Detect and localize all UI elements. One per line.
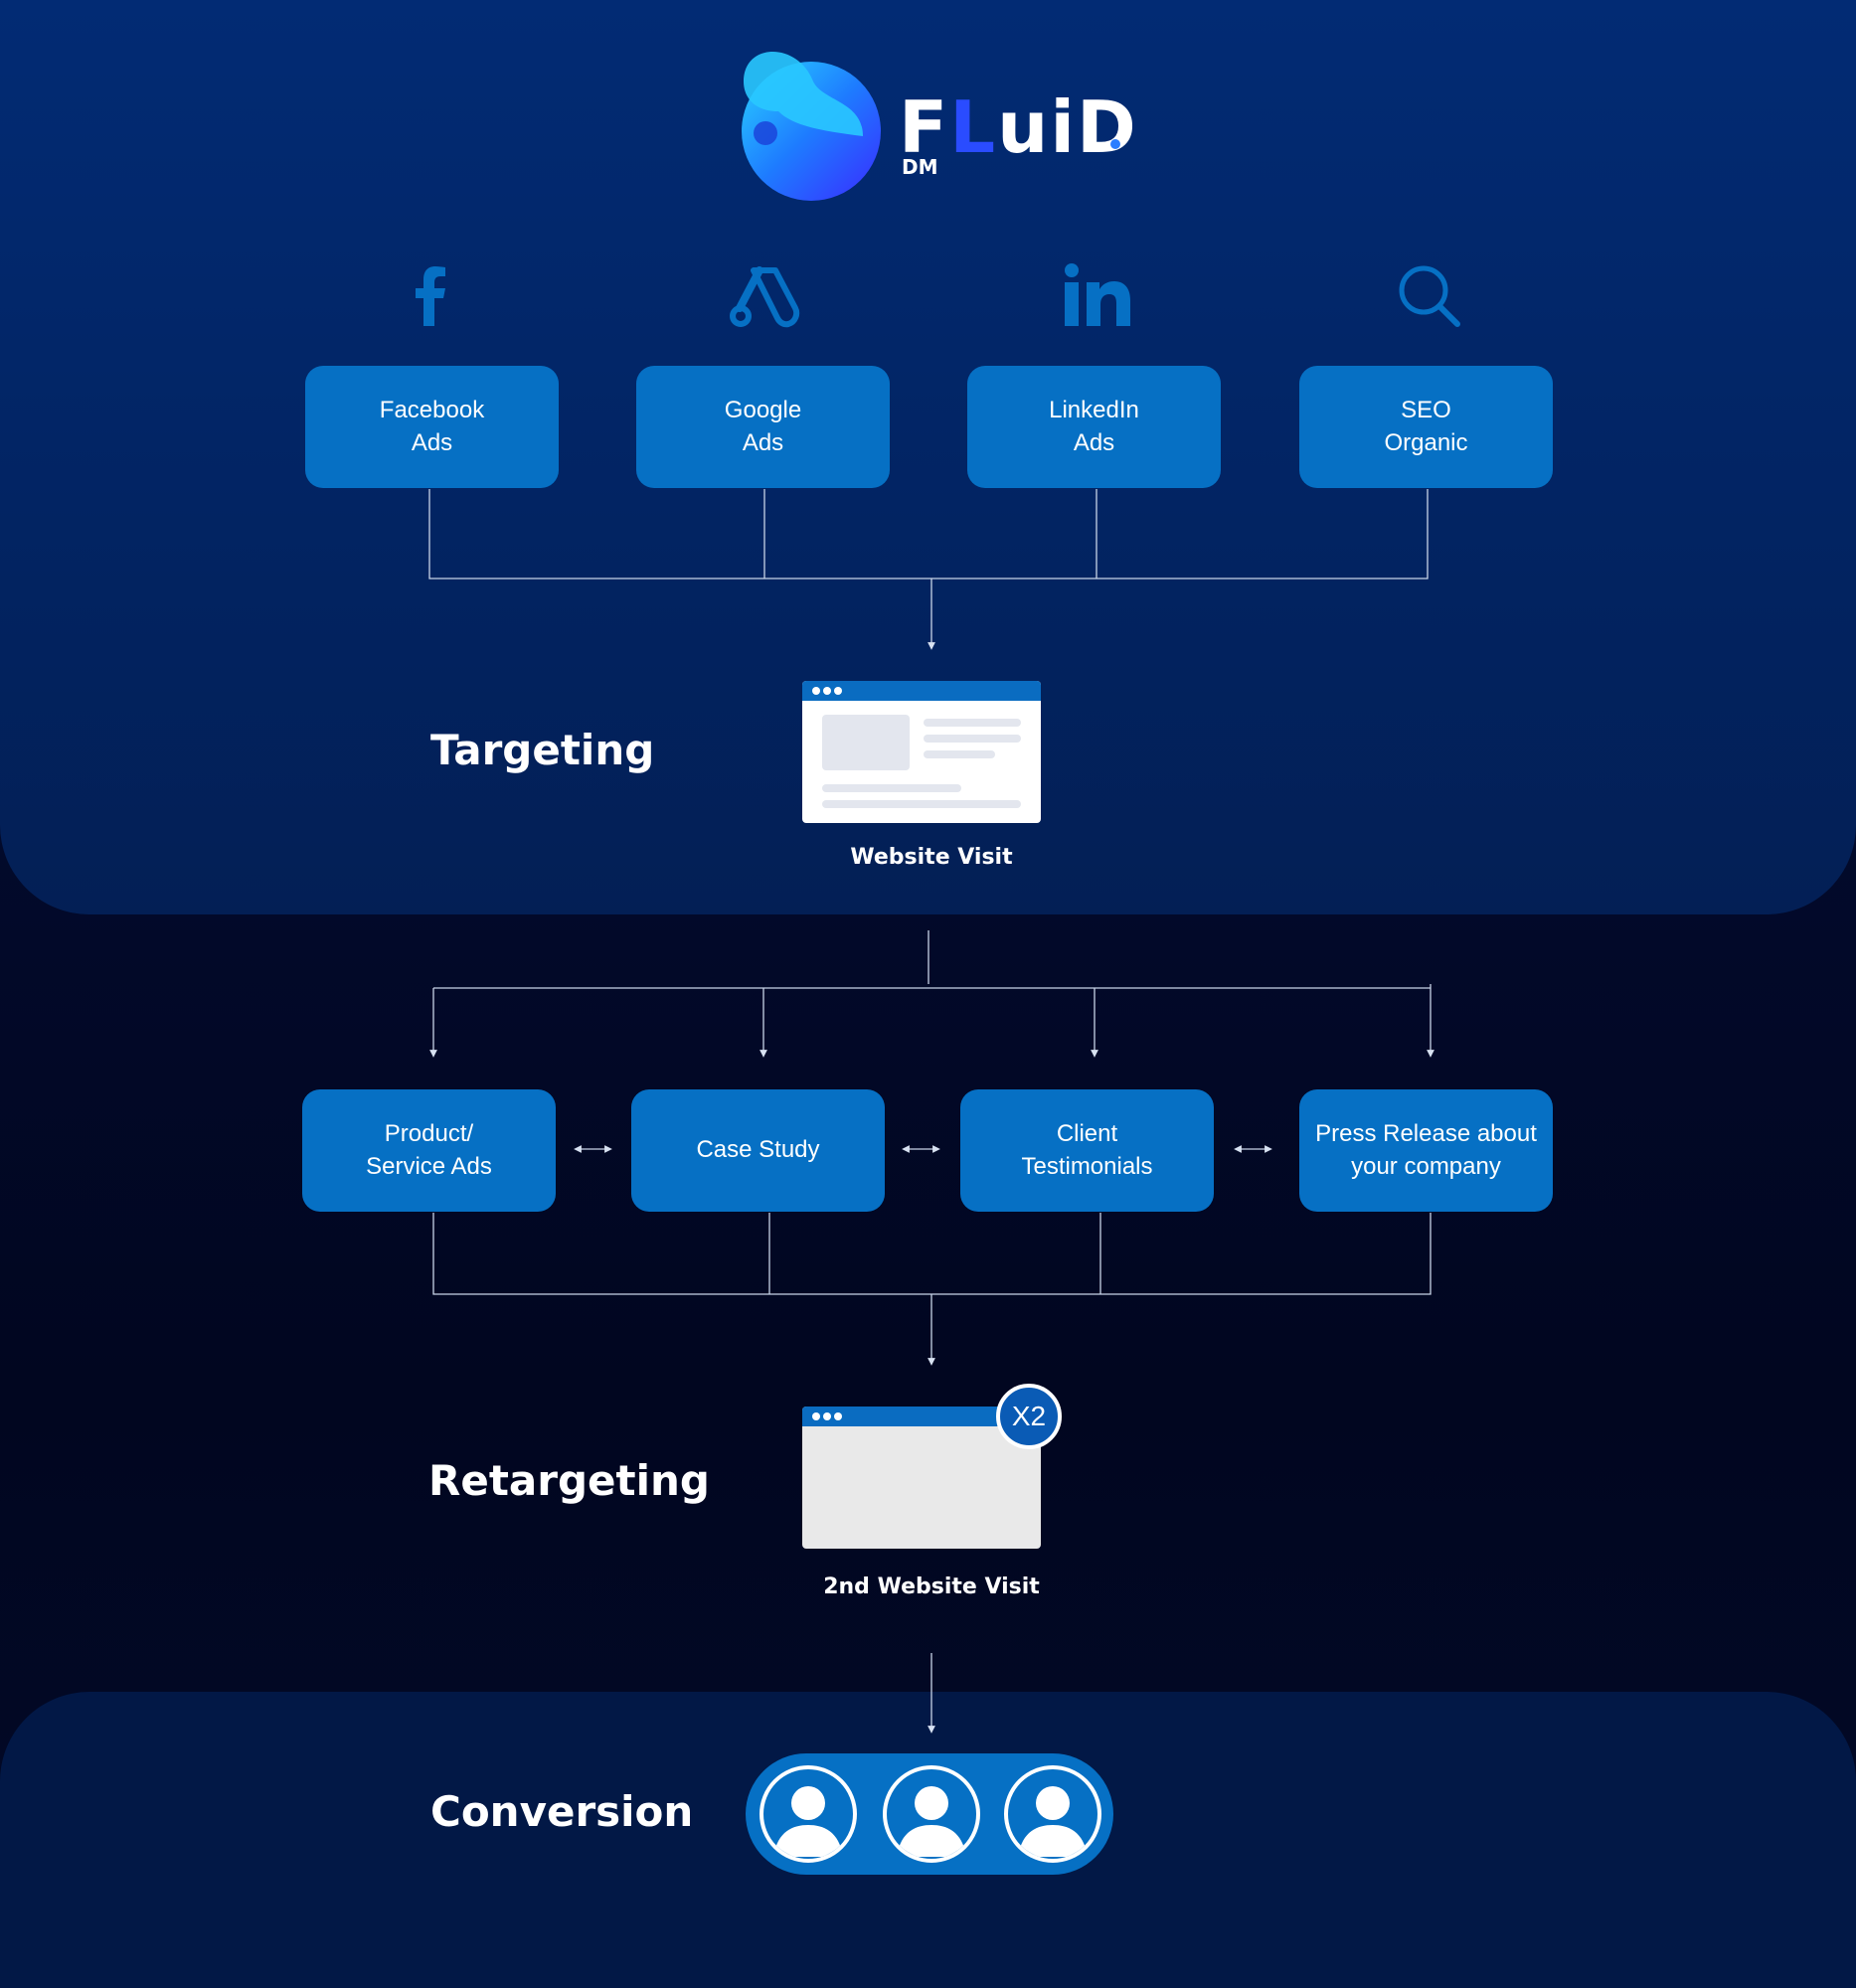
x2-badge: X2 xyxy=(996,1384,1062,1449)
user-icon xyxy=(883,1765,980,1863)
logo-dot xyxy=(1110,139,1120,149)
asset-box-press-release: Press Release about your company xyxy=(1299,1089,1553,1212)
conversion-users-pill xyxy=(746,1753,1113,1875)
logo-wordmark: FLuiD xyxy=(899,85,1138,169)
user-icon xyxy=(1004,1765,1101,1863)
channel-box-seo-organic: SEO Organic xyxy=(1299,366,1553,488)
linkedin-icon xyxy=(1057,256,1136,336)
targeting-label: Targeting xyxy=(430,726,655,774)
channel-box-linkedin-ads: LinkedIn Ads xyxy=(967,366,1221,488)
retargeting-label: Retargeting xyxy=(428,1456,710,1505)
facebook-icon xyxy=(391,256,470,336)
logo-blob-icon xyxy=(742,52,881,201)
second-visit-caption: 2nd Website Visit xyxy=(823,1574,1040,1599)
asset-box-client-testimonials: Client Testimonials xyxy=(960,1089,1214,1212)
user-icon xyxy=(759,1765,857,1863)
search-icon xyxy=(1390,256,1469,336)
website-visit-caption: Website Visit xyxy=(850,845,1013,870)
website-visit-browser-icon xyxy=(802,681,1041,823)
channel-box-google-ads: Google Ads xyxy=(636,366,890,488)
asset-box-product-service-ads: Product/ Service Ads xyxy=(302,1089,556,1212)
fluid-dm-logo: FLuiD DM xyxy=(724,42,1141,211)
logo-subtitle: DM xyxy=(902,155,938,179)
channel-box-facebook-ads: Facebook Ads xyxy=(305,366,559,488)
asset-box-case-study: Case Study xyxy=(631,1089,885,1212)
conversion-label: Conversion xyxy=(430,1787,694,1836)
google-ads-icon xyxy=(724,256,803,336)
